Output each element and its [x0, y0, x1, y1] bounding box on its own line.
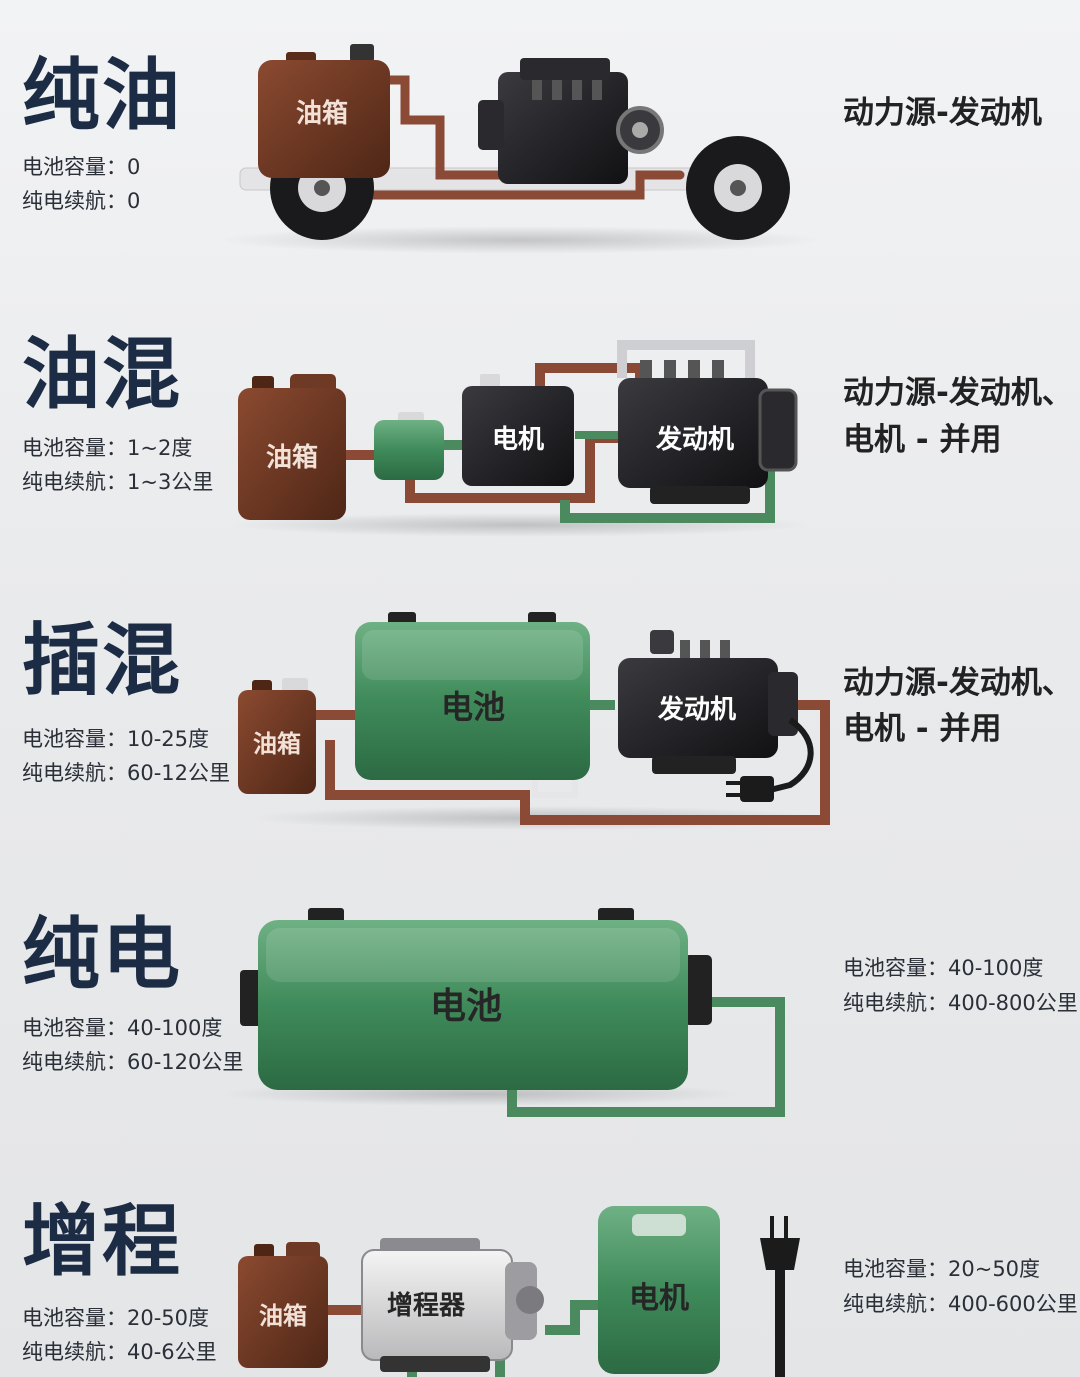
battery: 电池 — [355, 612, 590, 780]
battery-capacity-stat: 电池容量：0 — [22, 155, 141, 179]
motor-label: 电机 — [629, 1281, 689, 1316]
tank-label: 油箱 — [253, 730, 301, 758]
engine: 发动机 — [618, 630, 798, 774]
mild-hybrid-diagram: 油箱 电机 发动机 — [230, 340, 810, 537]
extender-label: 增程器 — [387, 1290, 466, 1321]
section-pure-fuel: 纯油 电池容量：0 纯电续航：0 动力源-发动机 — [0, 0, 1080, 280]
tank-label: 油箱 — [296, 98, 348, 129]
battery-capacity-stat: 电池容量：20-50度 — [22, 1306, 210, 1330]
electric-range-stat: 纯电续航：0 — [22, 189, 141, 213]
engine-label: 发动机 — [657, 694, 736, 725]
power-source-desc: 动力源-发动机、 — [843, 665, 1073, 701]
battery-capacity-stat: 电池容量：10-25度 — [22, 727, 210, 751]
fuel-tank: 油箱 — [238, 1242, 328, 1368]
charging-plug-icon — [760, 1216, 800, 1377]
right-electric-range-stat: 纯电续航：400-800公里 — [843, 991, 1078, 1015]
range-extender: 增程器 — [361, 1238, 544, 1372]
pure-fuel-chassis: 油箱 — [220, 44, 820, 254]
plug-in-hybrid-diagram: 油箱 电池 发动机 — [238, 612, 830, 830]
section-title: 油混 — [22, 330, 183, 420]
battery-label: 电池 — [441, 688, 505, 726]
section-title: 插混 — [22, 616, 183, 706]
power-source-desc: 动力源-发动机 — [843, 95, 1042, 131]
charging-plug-icon — [726, 717, 814, 802]
battery-capacity-stat: 电池容量：1~2度 — [22, 436, 193, 460]
power-source-desc: 动力源-发动机、 — [843, 375, 1073, 411]
right-battery-capacity-stat: 电池容量：20~50度 — [843, 1257, 1041, 1281]
electric-range-stat: 纯电续航：60-12公里 — [22, 761, 231, 785]
pure-electric-diagram: 电池 — [220, 908, 785, 1117]
tank-label: 油箱 — [266, 442, 318, 473]
right-battery-capacity-stat: 电池容量：40-100度 — [843, 956, 1044, 980]
fuel-tank: 油箱 — [258, 44, 390, 178]
battery-label: 电池 — [430, 986, 502, 1027]
fuel-pump — [374, 412, 444, 480]
power-source-desc-2: 电机 - 并用 — [843, 422, 1002, 458]
battery-capacity-stat: 电池容量：40-100度 — [22, 1016, 223, 1040]
tank-label: 油箱 — [259, 1302, 307, 1330]
section-title: 纯油 — [22, 51, 183, 141]
fuel-tank: 油箱 — [238, 678, 316, 794]
electric-range-stat: 纯电续航：1~3公里 — [22, 470, 214, 494]
engine — [478, 58, 664, 184]
electric-range-stat: 纯电续航：40-6公里 — [22, 1340, 217, 1364]
engine: 发动机 — [617, 340, 798, 504]
electric-motor: 电机 — [462, 374, 574, 486]
power-source-desc-2: 电机 - 并用 — [843, 711, 1002, 747]
section-title: 增程 — [22, 1197, 183, 1287]
electric-range-stat: 纯电续航：60-120公里 — [22, 1050, 244, 1074]
right-electric-range-stat: 纯电续航：400-600公里 — [843, 1292, 1078, 1316]
engine-label: 发动机 — [655, 424, 734, 455]
motor-label: 电机 — [492, 425, 544, 455]
range-extender-diagram: 油箱 增程器 电机 — [238, 1206, 800, 1377]
fuel-tank: 油箱 — [238, 374, 346, 520]
front-wheel — [686, 136, 790, 240]
electric-motor: 电机 — [598, 1206, 720, 1374]
section-title: 纯电 — [22, 910, 183, 1000]
